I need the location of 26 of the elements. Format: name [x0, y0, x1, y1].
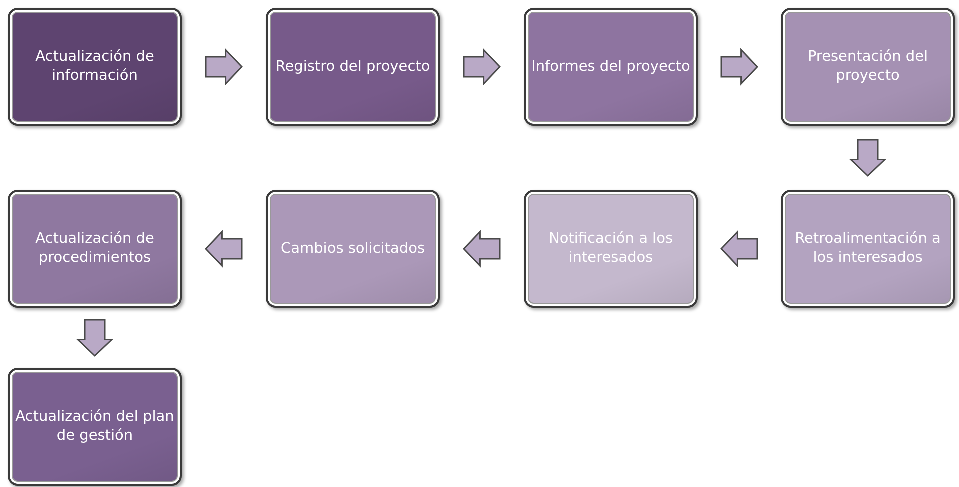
process-box [8, 190, 182, 308]
block-arrow [204, 230, 243, 268]
process-box [266, 190, 440, 308]
box-label: Actualización de procedimientos [34, 230, 156, 268]
block-arrow [462, 230, 501, 268]
box-label: Retroalimentación a los interesados [794, 230, 942, 268]
block-arrow [720, 230, 758, 268]
process-box [781, 8, 955, 126]
box-label: Presentación del proyecto [806, 48, 930, 86]
process-box [8, 8, 182, 126]
block-arrow [205, 48, 244, 86]
block-arrow [76, 319, 114, 358]
box-label: Actualización de información [34, 48, 156, 86]
box-label: Actualización del plan de gestión [14, 408, 176, 446]
box-label: Registro del proyecto [276, 58, 430, 76]
box-label: Notificación a los interesados [548, 230, 674, 268]
process-box [8, 368, 182, 486]
box-label: Informes del proyecto [532, 58, 690, 76]
block-arrow [720, 48, 759, 86]
block-arrow [463, 48, 502, 86]
block-arrow [849, 139, 887, 178]
process-box [266, 8, 440, 126]
process-box [524, 190, 698, 308]
process-box [524, 8, 698, 126]
process-box [781, 190, 955, 308]
box-label: Cambios solicitados [280, 240, 426, 258]
